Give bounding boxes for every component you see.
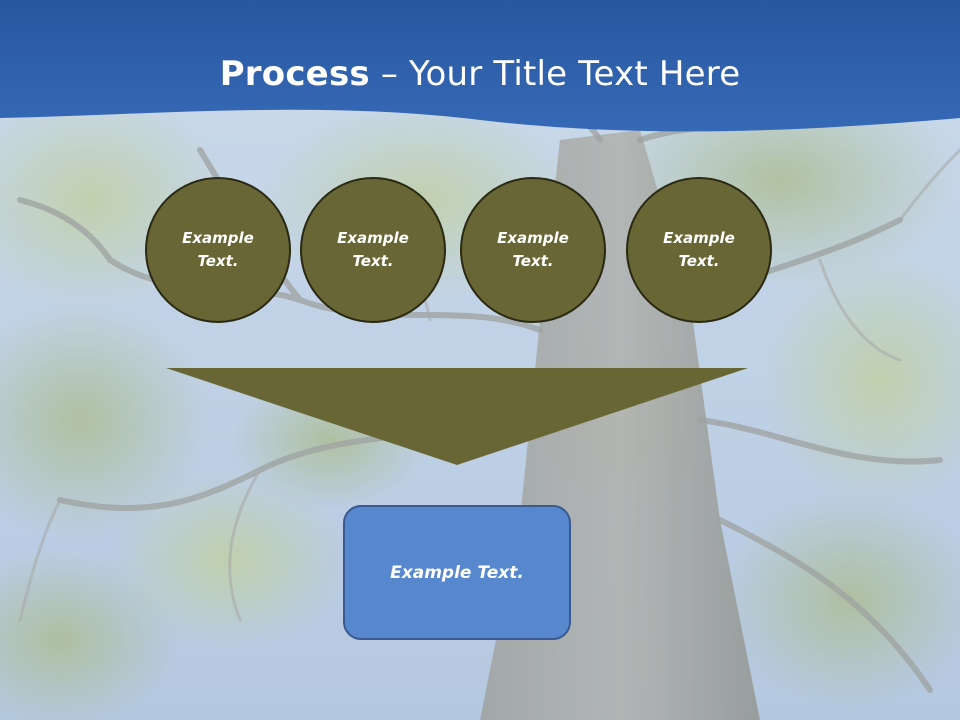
process-circle-4[interactable]: Example Text.: [626, 177, 772, 323]
title-rest: – Your Title Text Here: [369, 54, 741, 94]
title-bold: Process: [219, 54, 370, 94]
header-band: [0, 0, 960, 132]
page-title: Process – Your Title Text Here: [0, 52, 960, 96]
process-circle-label: Example Text.: [337, 229, 409, 270]
process-circle-label: Example Text.: [182, 229, 254, 270]
process-circle-2[interactable]: Example Text.: [300, 177, 446, 323]
process-circle-label: Example Text.: [497, 229, 569, 270]
result-box[interactable]: Example Text.: [343, 505, 571, 640]
process-circle-label: Example Text.: [663, 229, 735, 270]
process-circle-1[interactable]: Example Text.: [145, 177, 291, 323]
result-box-label: Example Text.: [390, 562, 524, 583]
process-circle-3[interactable]: Example Text.: [460, 177, 606, 323]
